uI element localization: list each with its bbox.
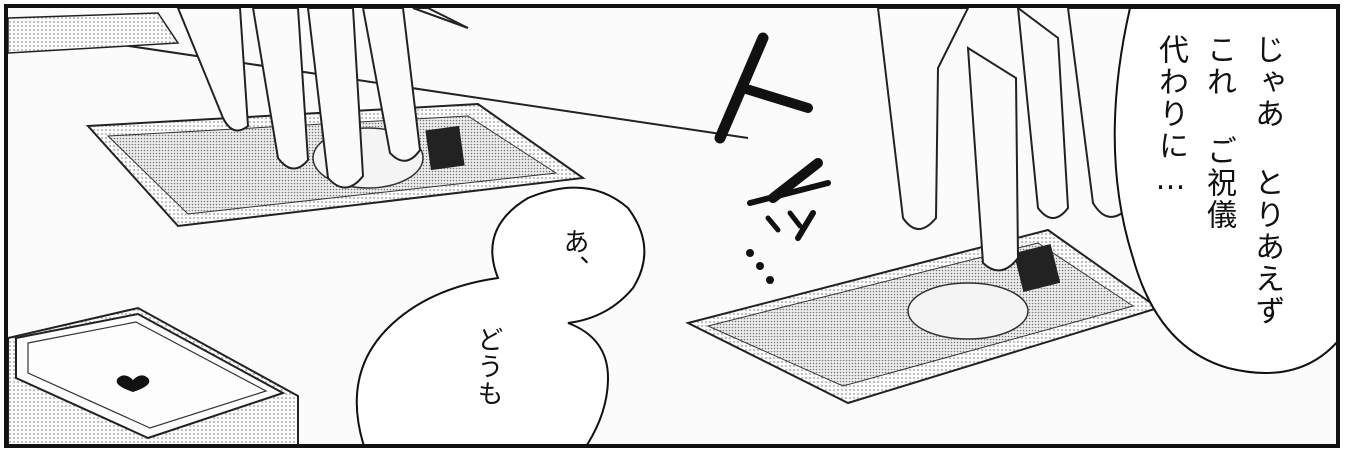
hand-left: [176, 8, 469, 189]
hand-right: [876, 8, 1135, 272]
sleeve-left: [8, 12, 180, 54]
heart-icon: [116, 375, 150, 392]
manga-panel: じゃあ とりあえず これ ご祝儀 代わりに… あ、 どうも: [4, 4, 1340, 448]
dialogue-line-2: これ ご祝儀: [1201, 34, 1236, 231]
speech-balloon-left: [355, 186, 646, 444]
dialogue-left-a: あ、: [559, 228, 589, 282]
dialogue-line-3: 代わりに…: [1153, 34, 1188, 199]
dialogue-right: じゃあ とりあえず これ ご祝儀 代わりに…: [1146, 34, 1290, 364]
dialogue-line-1: じゃあ とりあえず: [1249, 34, 1284, 327]
banknote-right: [685, 228, 1161, 405]
speech-balloon-right: [1113, 8, 1336, 374]
panel-artwork: [8, 8, 1336, 444]
card-deck: [8, 306, 299, 444]
sfx-ton: [714, 32, 831, 284]
dialogue-left-b: どうも: [473, 326, 503, 407]
